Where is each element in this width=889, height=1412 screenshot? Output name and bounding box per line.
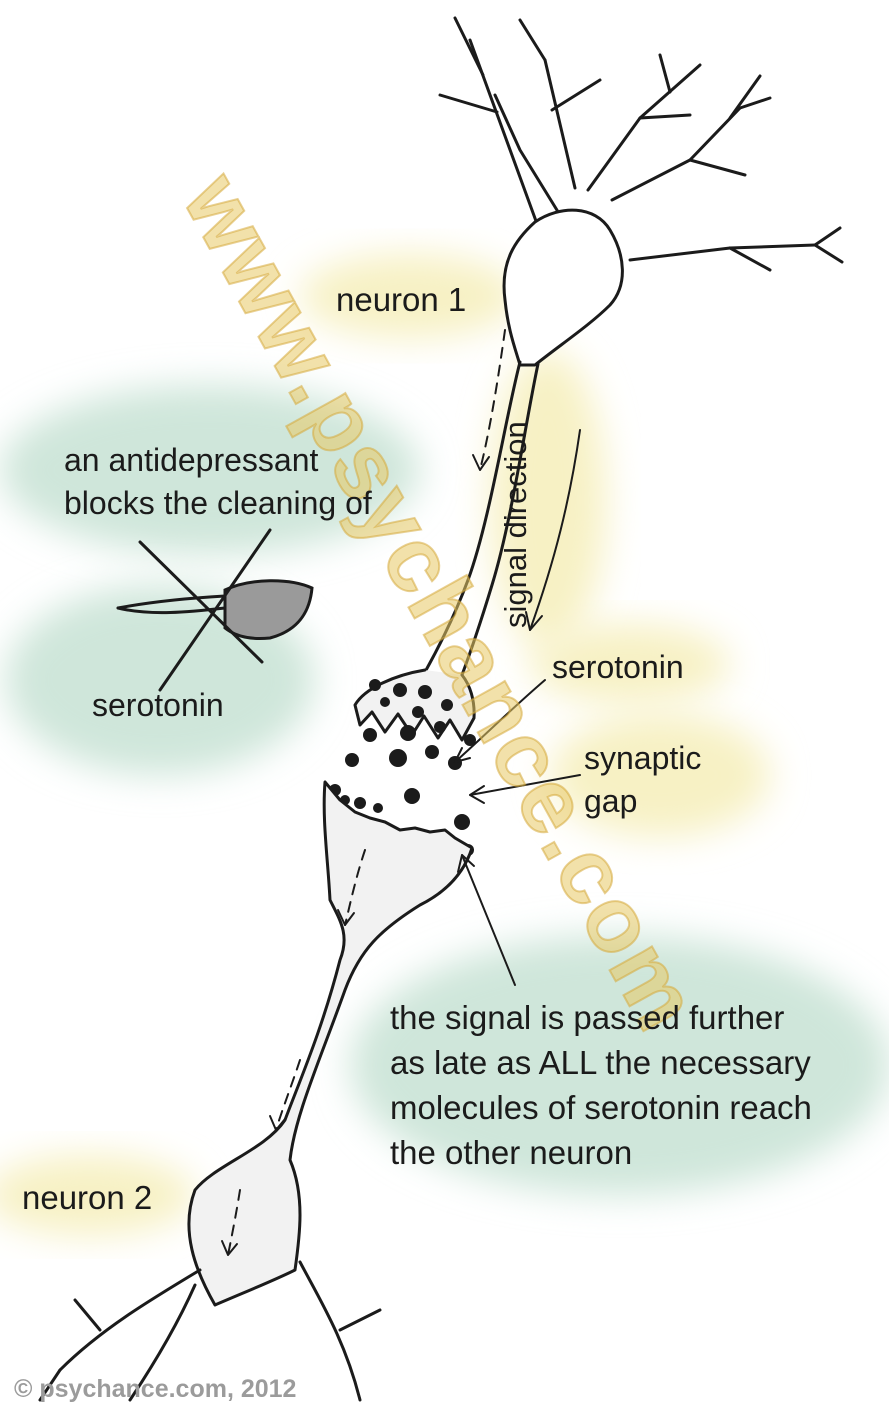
- label-neuron-1: neuron 1: [336, 280, 466, 320]
- label-antidepressant-line-1: an antidepressant: [64, 441, 318, 479]
- label-gap: gap: [584, 782, 637, 820]
- label-synaptic: synaptic: [584, 739, 701, 777]
- label-signal-passed-line-3: molecules of serotonin reach: [390, 1088, 812, 1128]
- label-antidepressant-line-2: blocks the cleaning of: [64, 484, 372, 522]
- label-signal-direction: signal direction: [498, 421, 534, 628]
- label-serotonin-left: serotonin: [92, 686, 224, 724]
- label-neuron-2: neuron 2: [22, 1178, 152, 1218]
- label-signal-passed-line-1: the signal is passed further: [390, 998, 784, 1038]
- label-signal-passed-line-2: as late as ALL the necessary: [390, 1043, 811, 1083]
- label-signal-passed-line-4: the other neuron: [390, 1133, 632, 1173]
- label-serotonin-right: serotonin: [552, 648, 684, 686]
- copyright-text: © psychance.com, 2012: [14, 1374, 296, 1404]
